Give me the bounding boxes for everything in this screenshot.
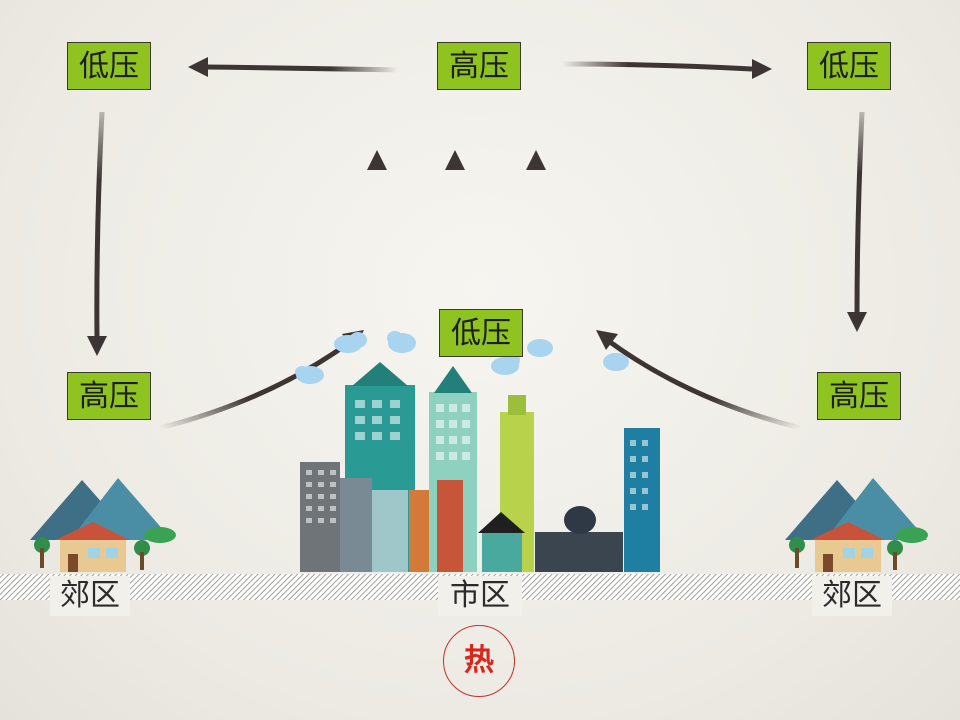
box-low-pressure-top-right: 低压 — [807, 42, 891, 90]
heat-badge: 热 — [443, 625, 515, 697]
box-low-pressure-city: 低压 — [439, 309, 523, 357]
cloud-icon — [295, 331, 629, 384]
arrow-up-3 — [526, 150, 546, 315]
arrow-up-1 — [367, 150, 387, 315]
label-suburb-left: 郊区 — [50, 576, 130, 616]
label-urban-area: 市区 — [438, 576, 522, 616]
mountain-house-icon-right — [785, 478, 928, 572]
box-high-pressure-top-center: 高压 — [437, 42, 521, 90]
box-high-pressure-right: 高压 — [817, 372, 901, 420]
arrow-up-2 — [445, 150, 465, 310]
arrow-left-to-city — [159, 330, 364, 431]
arrow-left-down — [87, 111, 107, 356]
mountain-house-icon-left — [30, 478, 176, 572]
box-low-pressure-top-left: 低压 — [67, 42, 151, 90]
city-skyline-icon — [300, 362, 660, 572]
box-high-pressure-left: 高压 — [67, 372, 151, 420]
arrow-right-to-city — [596, 330, 801, 431]
arrow-right-down — [847, 111, 867, 332]
arrow-top-left — [188, 57, 399, 77]
label-suburb-right: 郊区 — [812, 576, 892, 616]
arrow-top-right — [561, 59, 772, 79]
